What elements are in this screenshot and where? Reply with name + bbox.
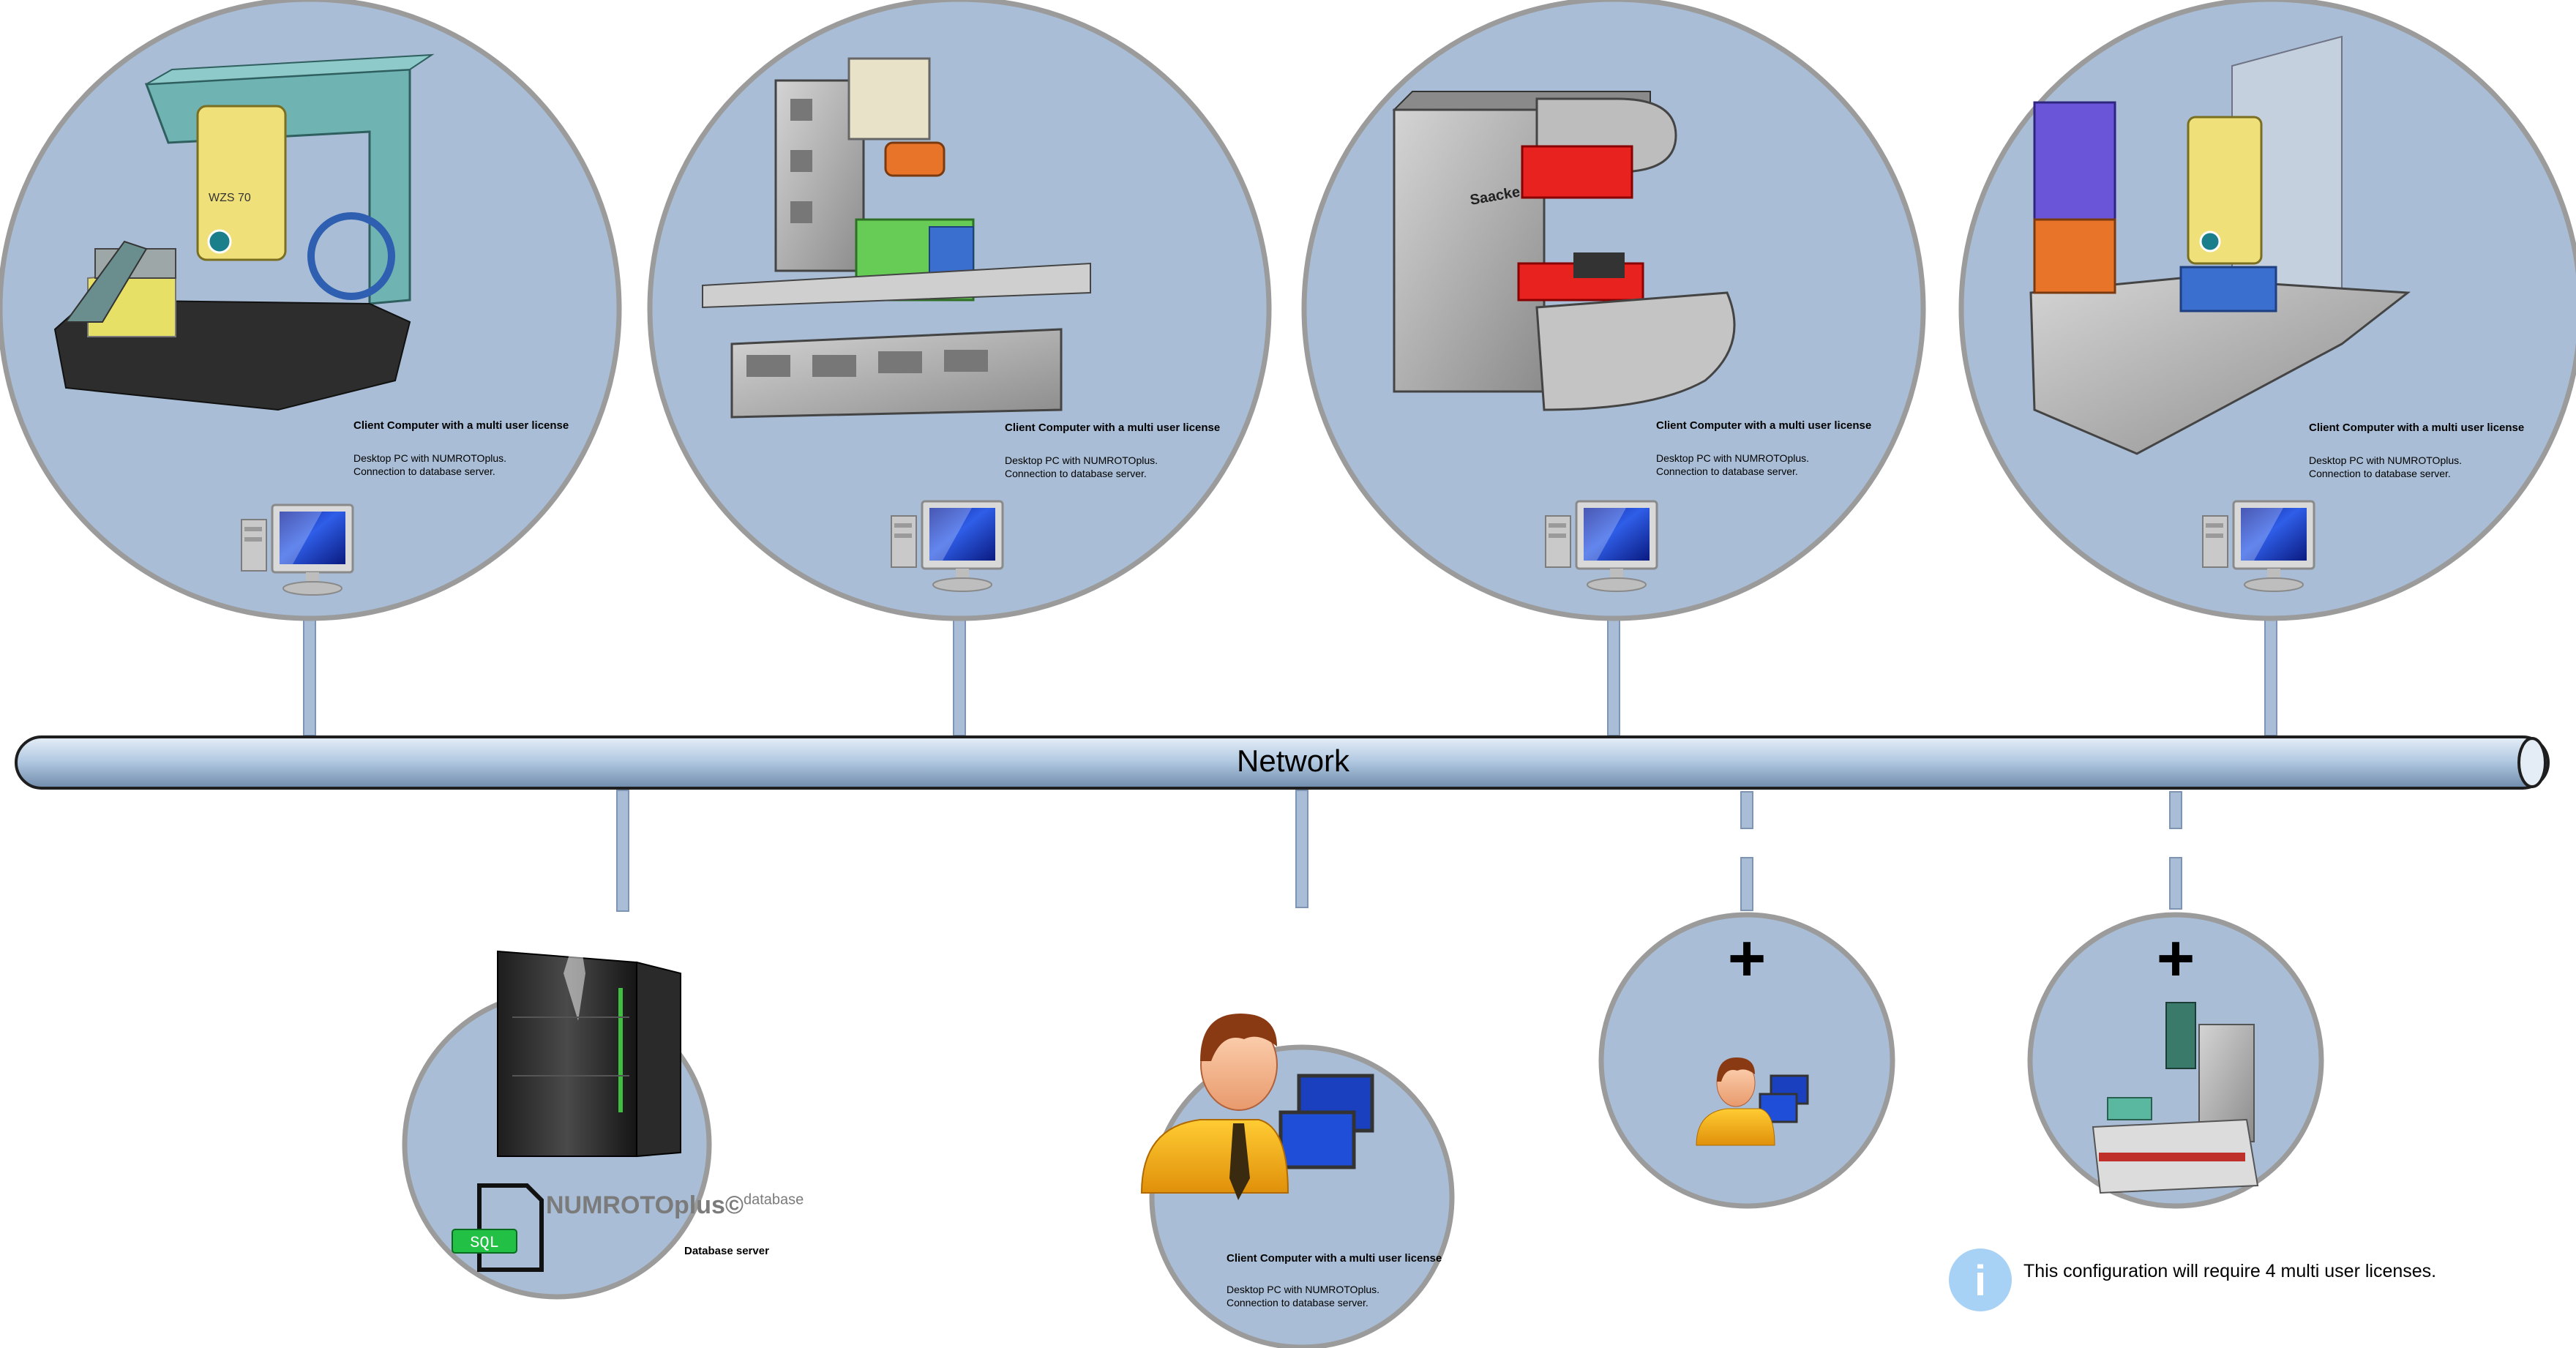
grinding-machine-image-1: WZS 70: [53, 53, 435, 411]
sql-file-icon: SQL: [452, 1183, 544, 1272]
server-icon: [497, 926, 681, 1158]
workstation-desc: Desktop PC with NUMROTOplus.Connection t…: [1227, 1284, 1380, 1308]
client-desc-3: Desktop PC with NUMROTOplus.Connection t…: [1656, 452, 1810, 477]
plus-icon-2: +: [2157, 922, 2195, 995]
connector-workstation: [1295, 790, 1308, 908]
connector-optional-1: [1740, 791, 1753, 911]
grinding-machine-small-icon: [2092, 1002, 2259, 1194]
network-pipe: [15, 735, 2550, 790]
user-workstation-small-icon: [1696, 1057, 1809, 1146]
connector-optional-2: [2169, 791, 2182, 910]
client-desc-1: Desktop PC with NUMROTOplus.Connection t…: [353, 452, 507, 477]
client-title-4: Client Computer with a multi user licens…: [2309, 422, 2525, 434]
plus-icon-1: +: [1728, 922, 1767, 995]
grinding-machine-image-4: [2029, 35, 2411, 455]
network-label: Network: [1237, 744, 1350, 778]
connector-client-3: [1607, 618, 1620, 736]
optional-user-node: +: [1598, 912, 1895, 1209]
info-icon: i: [1949, 1248, 2012, 1311]
database-title: Database server: [684, 1245, 769, 1257]
client-title-3: Client Computer with a multi user licens…: [1656, 419, 1872, 432]
client-node-3: Saacke: [1301, 0, 1926, 621]
client-desc-4: Desktop PC with NUMROTOplus.Connection t…: [2309, 454, 2463, 479]
machine-badge-1: WZS 70: [209, 192, 251, 204]
database-node: SQL: [402, 926, 712, 1300]
workstation-node: [1140, 1014, 1455, 1348]
grinding-machine-image-2: [702, 57, 1091, 419]
workstation-title: Client Computer with a multi user licens…: [1227, 1252, 1442, 1265]
client-title-2: Client Computer with a multi user licens…: [1005, 422, 1221, 434]
connector-client-2: [953, 618, 966, 736]
client-node-4: [1958, 0, 2576, 621]
connector-client-1: [303, 618, 316, 736]
connector-client-4: [2264, 618, 2277, 736]
license-info-text: This configuration will require 4 multi …: [2023, 1261, 2437, 1281]
client-node-2: [647, 0, 1272, 621]
client-title-1: Client Computer with a multi user licens…: [353, 419, 569, 432]
sql-label: SQL: [470, 1234, 499, 1252]
svg-text:i: i: [1974, 1257, 1986, 1305]
client-node-1: WZS 70: [0, 0, 622, 621]
grinding-machine-image-3: Saacke: [1392, 91, 1736, 411]
connector-database: [616, 790, 629, 912]
client-desc-2: Desktop PC with NUMROTOplus.Connection t…: [1005, 454, 1158, 479]
optional-machine-node: +: [2027, 912, 2324, 1209]
user-workstation-icon: [1140, 1014, 1374, 1200]
numroto-database-brand: NUMROTOplus©database: [546, 1191, 804, 1219]
